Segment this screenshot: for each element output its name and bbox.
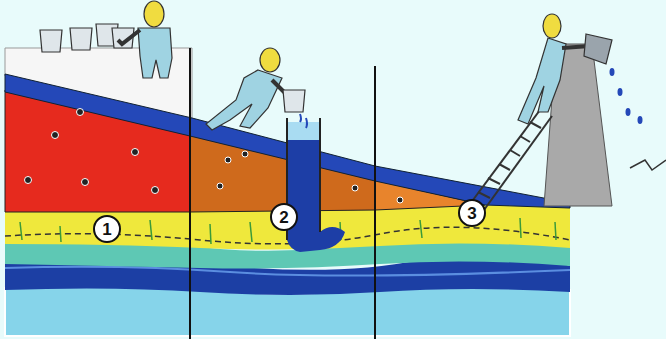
pore bbox=[352, 185, 358, 191]
callout-ring bbox=[459, 200, 485, 226]
ground-line bbox=[630, 160, 666, 170]
streak bbox=[150, 220, 152, 240]
water-drops bbox=[610, 68, 643, 124]
ladder-rail bbox=[470, 110, 540, 204]
drop bbox=[610, 68, 615, 76]
head bbox=[543, 14, 561, 38]
pore bbox=[25, 177, 32, 184]
well-air bbox=[287, 122, 320, 140]
ladder-rung bbox=[488, 178, 500, 184]
callout-circle: 1 bbox=[93, 215, 121, 243]
streak bbox=[250, 222, 252, 242]
callout-number: 2 bbox=[279, 209, 288, 226]
pore bbox=[52, 132, 59, 139]
callout-circle: 2 bbox=[270, 203, 298, 231]
person bbox=[206, 48, 307, 130]
pore bbox=[152, 187, 159, 194]
drop bbox=[618, 88, 623, 96]
pore bbox=[397, 197, 403, 203]
bucket bbox=[70, 28, 92, 50]
ladder-rung bbox=[499, 164, 510, 170]
bucket bbox=[40, 30, 62, 52]
section-divider bbox=[189, 48, 191, 339]
callout-circle: 3 bbox=[458, 199, 486, 227]
pore bbox=[217, 183, 223, 189]
person bbox=[40, 1, 172, 78]
pore bbox=[77, 109, 84, 116]
person bbox=[518, 14, 612, 124]
streak bbox=[520, 218, 521, 238]
streak bbox=[555, 222, 556, 240]
arm bbox=[118, 30, 140, 44]
water-pour bbox=[300, 114, 301, 122]
pore bbox=[225, 157, 231, 163]
well-water bbox=[287, 140, 345, 252]
callout-ring bbox=[94, 216, 120, 242]
pore bbox=[242, 151, 248, 157]
callout-number: 3 bbox=[467, 205, 476, 222]
drop bbox=[626, 108, 631, 116]
ladder-rung bbox=[478, 192, 490, 198]
body bbox=[138, 28, 172, 78]
drop bbox=[638, 116, 643, 124]
streak bbox=[20, 222, 22, 240]
streak bbox=[60, 226, 61, 242]
body bbox=[518, 38, 566, 124]
ladder-rung bbox=[530, 122, 541, 128]
head bbox=[260, 48, 280, 72]
streak bbox=[420, 220, 422, 238]
streak bbox=[210, 224, 211, 244]
pore bbox=[132, 149, 139, 156]
bucket bbox=[584, 34, 612, 64]
bucket bbox=[283, 90, 305, 112]
pore bbox=[82, 179, 89, 186]
ladder-rung bbox=[520, 136, 530, 142]
body bbox=[206, 70, 282, 130]
well-pipe bbox=[319, 118, 321, 232]
ladder bbox=[470, 110, 552, 210]
ladder-rung bbox=[510, 150, 520, 156]
callout-ring bbox=[271, 204, 297, 230]
head bbox=[144, 1, 164, 27]
section-divider bbox=[374, 66, 376, 339]
ladder-rail bbox=[484, 116, 552, 210]
water-pour bbox=[306, 118, 307, 128]
callout-number: 1 bbox=[102, 221, 111, 238]
